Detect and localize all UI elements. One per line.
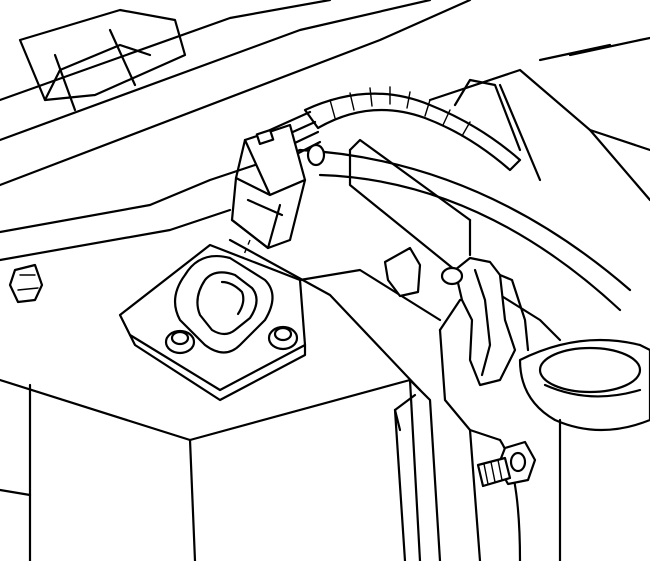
retainer-clip [383,246,422,298]
socket-mounting-plate [118,243,307,402]
lower-right-bolt [476,440,537,488]
right-mounting-screw [267,325,299,351]
lower-housing [0,238,442,561]
right-upper-bracket [298,36,650,312]
left-mounting-screw [164,329,196,355]
harness-clip [306,143,326,167]
left-side-bolt [8,263,44,304]
motor-retaining-bracket [440,256,530,387]
blower-motor-assembly [438,293,650,561]
wiring-connector [230,123,307,250]
upper-housing [0,0,472,262]
